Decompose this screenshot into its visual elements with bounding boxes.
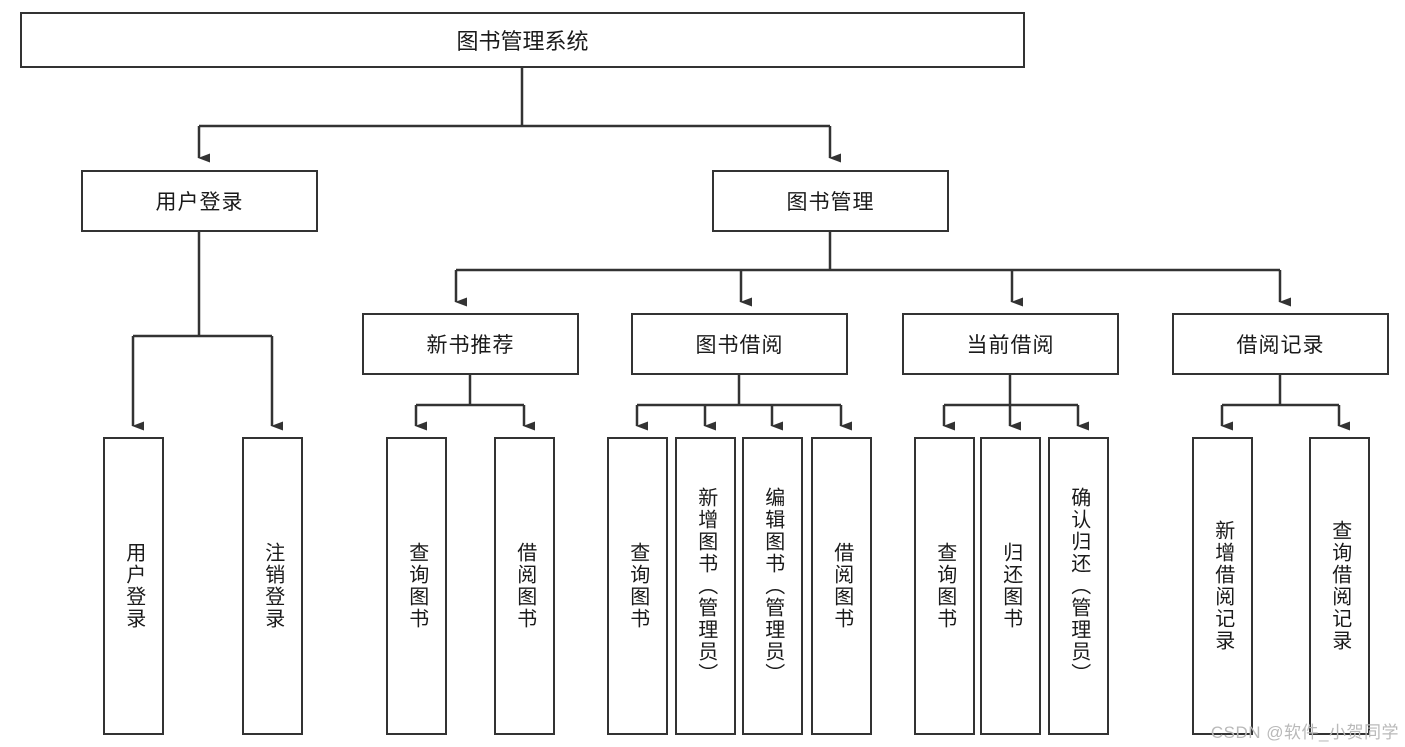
leaf-edit-book[interactable]: 编辑图书（管理员）	[742, 437, 803, 735]
leaf-query-book-3-label: 查询图书	[933, 542, 956, 630]
leaf-borrow-book-2-label: 借阅图书	[830, 542, 853, 630]
leaf-query-record[interactable]: 查询借阅记录	[1309, 437, 1370, 735]
node-user-login[interactable]: 用户登录	[81, 170, 318, 232]
leaf-confirm-return-label: 确认归还（管理员）	[1067, 487, 1090, 685]
leaf-borrow-book-2[interactable]: 借阅图书	[811, 437, 872, 735]
node-user-login-label: 用户登录	[155, 191, 244, 214]
node-book-manage[interactable]: 图书管理	[712, 170, 949, 232]
leaf-user-logout[interactable]: 注销登录	[242, 437, 303, 735]
leaf-add-book-label: 新增图书（管理员）	[694, 487, 717, 685]
leaf-query-book-2-label: 查询图书	[626, 542, 649, 630]
leaf-query-book-1-label: 查询图书	[405, 542, 428, 630]
leaf-query-book-1[interactable]: 查询图书	[386, 437, 447, 735]
leaf-borrow-book-1-label: 借阅图书	[513, 542, 536, 630]
node-current-borrow[interactable]: 当前借阅	[902, 313, 1119, 375]
leaf-edit-book-label: 编辑图书（管理员）	[761, 487, 784, 685]
leaf-query-record-label: 查询借阅记录	[1328, 520, 1351, 652]
leaf-return-book[interactable]: 归还图书	[980, 437, 1041, 735]
leaf-user-login[interactable]: 用户登录	[103, 437, 164, 735]
leaf-query-book-3[interactable]: 查询图书	[914, 437, 975, 735]
node-root-label: 图书管理系统	[456, 29, 589, 54]
leaf-user-login-label: 用户登录	[122, 542, 145, 630]
node-root[interactable]: 图书管理系统	[20, 12, 1025, 68]
leaf-confirm-return[interactable]: 确认归还（管理员）	[1048, 437, 1109, 735]
leaf-query-book-2[interactable]: 查询图书	[607, 437, 668, 735]
leaf-add-record-label: 新增借阅记录	[1211, 520, 1234, 652]
leaf-add-book[interactable]: 新增图书（管理员）	[675, 437, 736, 735]
leaf-return-book-label: 归还图书	[999, 542, 1022, 630]
leaf-add-record[interactable]: 新增借阅记录	[1192, 437, 1253, 735]
node-book-borrow[interactable]: 图书借阅	[631, 313, 848, 375]
node-book-borrow-label: 图书借阅	[695, 334, 784, 357]
node-book-manage-label: 图书管理	[786, 191, 875, 214]
node-new-book-recommend[interactable]: 新书推荐	[362, 313, 579, 375]
node-current-borrow-label: 当前借阅	[966, 334, 1055, 357]
node-borrow-record[interactable]: 借阅记录	[1172, 313, 1389, 375]
node-new-book-recommend-label: 新书推荐	[426, 334, 515, 357]
leaf-borrow-book-1[interactable]: 借阅图书	[494, 437, 555, 735]
node-borrow-record-label: 借阅记录	[1236, 334, 1325, 357]
leaf-user-logout-label: 注销登录	[261, 542, 284, 630]
watermark: CSDN @软件_小贺同学	[1210, 723, 1399, 742]
